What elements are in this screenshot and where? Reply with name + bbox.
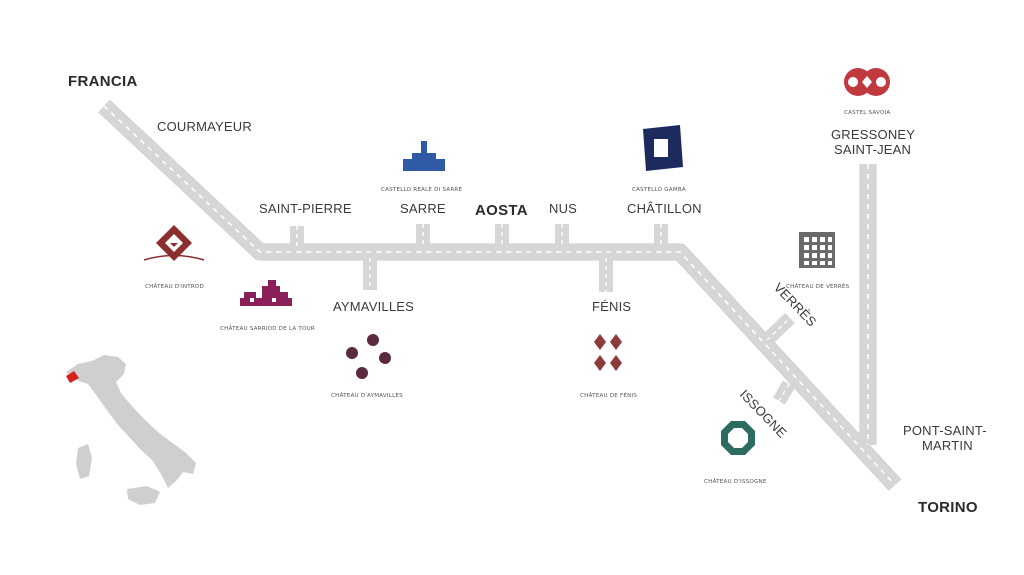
label-courmayeur: COURMAYEUR bbox=[157, 119, 252, 134]
label-sarre: SARRE bbox=[400, 201, 446, 216]
savoia-emblem-icon bbox=[844, 68, 890, 96]
issogne-octagon-icon bbox=[721, 421, 755, 455]
sarriod-pixel-tower-icon bbox=[240, 280, 292, 306]
verres-grid-icon bbox=[799, 232, 835, 268]
label-fenis: FÉNIS bbox=[592, 299, 631, 314]
valle-aosta-highlight bbox=[66, 371, 79, 383]
castle-label-verres: CHÂTEAU DE VERRÈS bbox=[786, 282, 850, 290]
castle-label-issogne: CHÂTEAU D'ISSOGNE bbox=[704, 478, 767, 485]
gamba-square-icon bbox=[643, 125, 683, 171]
sarre-palace-icon bbox=[403, 141, 445, 171]
introd-diamond-icon bbox=[143, 225, 205, 261]
label-saint-pierre: SAINT-PIERRE bbox=[259, 201, 352, 216]
castle-label-reale-sarre: CASTELLO REALE DI SARRE bbox=[381, 187, 463, 193]
label-pont-line1: PONT-SAINT- bbox=[903, 423, 987, 438]
road-network bbox=[98, 99, 902, 491]
label-aymavilles: AYMAVILLES bbox=[333, 299, 414, 314]
castle-label-gamba: CASTELLO GAMBA bbox=[632, 187, 686, 193]
label-francia: FRANCIA bbox=[68, 73, 138, 90]
label-chatillon: CHÂTILLON bbox=[627, 201, 702, 216]
castle-label-fenis: CHÂTEAU DE FÉNIS bbox=[580, 391, 637, 399]
castle-label-sarriod: CHÂTEAU SARRIOD DE LA TOUR bbox=[220, 325, 315, 332]
castle-label-aymavilles: CHÂTEAU D'AYMAVILLES bbox=[331, 392, 403, 399]
castle-label-introd: CHÂTEAU D'INTROD bbox=[145, 283, 204, 290]
aymavilles-dots-icon bbox=[346, 334, 391, 379]
italy-map-icon bbox=[66, 355, 196, 505]
castle-label-savoia: CASTEL SAVOIA bbox=[844, 110, 890, 116]
label-aosta: AOSTA bbox=[475, 202, 528, 219]
fenis-diamonds-icon bbox=[594, 334, 622, 371]
label-gressoney-line1: GRESSONEY bbox=[831, 127, 915, 142]
label-pont-line2: MARTIN bbox=[922, 438, 973, 453]
label-gressoney-line2: SAINT-JEAN bbox=[834, 142, 911, 157]
label-torino: TORINO bbox=[918, 499, 978, 516]
label-nus: NUS bbox=[549, 201, 577, 216]
